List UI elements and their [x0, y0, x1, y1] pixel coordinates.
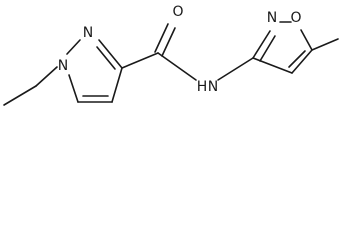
atom-n-amide: N	[208, 79, 218, 95]
atom-h-amide: H	[197, 79, 208, 95]
atom-label-group: N N O N H N O	[58, 4, 302, 95]
bond-c3-n-isoxazole-double	[259, 35, 276, 62]
bond-c3-n-isoxazole	[252, 30, 271, 59]
atom-n-pyrazole-1: N	[58, 58, 68, 74]
bond-c4-c3	[111, 67, 123, 103]
bond-carbonyl-nh	[157, 52, 197, 81]
bond-carbonyl-o-double	[161, 27, 176, 57]
bond-group	[3, 21, 339, 106]
atom-n-isoxazole: N	[267, 10, 277, 26]
bond-n1-n2	[66, 39, 81, 55]
bond-n1-c5	[68, 74, 79, 103]
bond-o-c5-isoxazole	[300, 29, 313, 51]
molecule-drawing: N N O N H N O	[3, 4, 339, 106]
bond-c5-c4-isoxazole-double	[288, 50, 306, 68]
structure-canvas: N N O N H N O	[3, 4, 339, 106]
bond-c3-n2	[98, 39, 123, 69]
bond-ethyl-ch2-n1	[35, 66, 58, 87]
bond-ethyl-ch3-ch2	[3, 85, 37, 106]
atom-o-carbonyl: O	[172, 4, 183, 20]
bond-c4-c3-isoxazole	[252, 57, 293, 74]
atom-o-isoxazole: O	[290, 10, 301, 26]
bond-carbonyl-o	[154, 23, 169, 53]
atom-n-pyrazole-2: N	[83, 25, 93, 41]
bond-nh-c3-isoxazole	[217, 57, 254, 81]
bond-c5-methyl	[311, 38, 339, 51]
bond-c3-carbonyl	[121, 52, 159, 69]
bond-c5-c4-isoxazole	[291, 49, 313, 74]
bond-c3-n2-inner	[96, 46, 116, 70]
